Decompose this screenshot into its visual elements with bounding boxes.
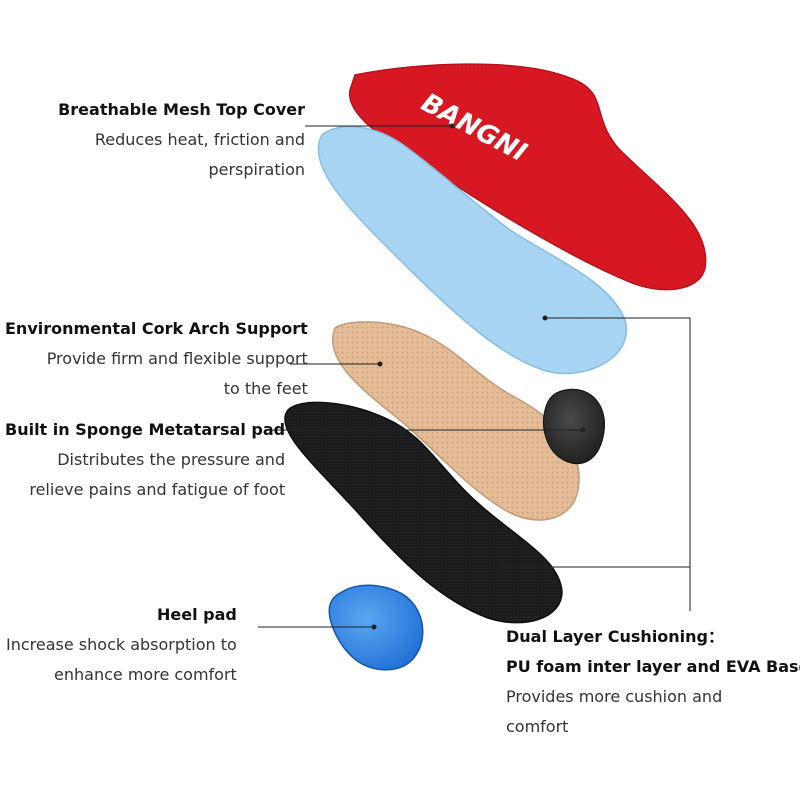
- leader-dots: [371, 123, 586, 630]
- mesh-cover-callout: Breathable Mesh Top Cover Reduces heat, …: [58, 95, 305, 185]
- cork-support-desc-line1: Provide firm and flexible support: [46, 349, 308, 368]
- metatarsal-pad-title: Built in Sponge Metatarsal pad: [5, 420, 286, 439]
- dual-layer-desc-line2: comfort: [506, 717, 569, 736]
- dual-layer-title-line2: PU foam inter layer and EVA Base: [506, 657, 800, 676]
- cork-arch-support: [332, 321, 580, 521]
- leader-line-eva: [545, 317, 691, 611]
- mesh-cover-desc-line1: Reduces heat, friction and: [94, 130, 305, 149]
- eva-base-layer: [317, 125, 628, 375]
- mesh-cover-title: Breathable Mesh Top Cover: [58, 100, 305, 119]
- metatarsal-pad: [543, 388, 606, 464]
- cork-support-title: Environmental Cork Arch Support: [5, 319, 308, 338]
- dual-layer-desc-line1: Provides more cushion and: [506, 687, 723, 706]
- heel-pad-callout: Heel pad Increase shock absorption to en…: [6, 600, 237, 690]
- metatarsal-pad-desc-line1: Distributes the pressure and: [57, 450, 286, 469]
- metatarsal-pad-desc-line2: relieve pains and fatigue of foot: [29, 480, 286, 499]
- heel-pad-desc-line1: Increase shock absorption to: [6, 635, 237, 654]
- cork-support-callout: Environmental Cork Arch Support Provide …: [5, 314, 308, 404]
- pu-foam-layer: [284, 401, 563, 624]
- dual-layer-title-line1: Dual Layer Cushioning：: [506, 627, 725, 646]
- heel-pad-desc-line2: enhance more comfort: [54, 665, 237, 684]
- mesh-top-cover: BANGNI: [349, 63, 707, 291]
- dual-layer-callout: Dual Layer Cushioning： PU foam inter lay…: [506, 622, 800, 742]
- heel-pad-title: Heel pad: [156, 605, 237, 624]
- mesh-cover-desc-line2: perspiration: [208, 160, 305, 179]
- metatarsal-pad-callout: Built in Sponge Metatarsal pad Distribut…: [5, 415, 285, 505]
- leader-lines: [258, 125, 691, 628]
- cork-support-desc-line2: to the feet: [223, 379, 308, 398]
